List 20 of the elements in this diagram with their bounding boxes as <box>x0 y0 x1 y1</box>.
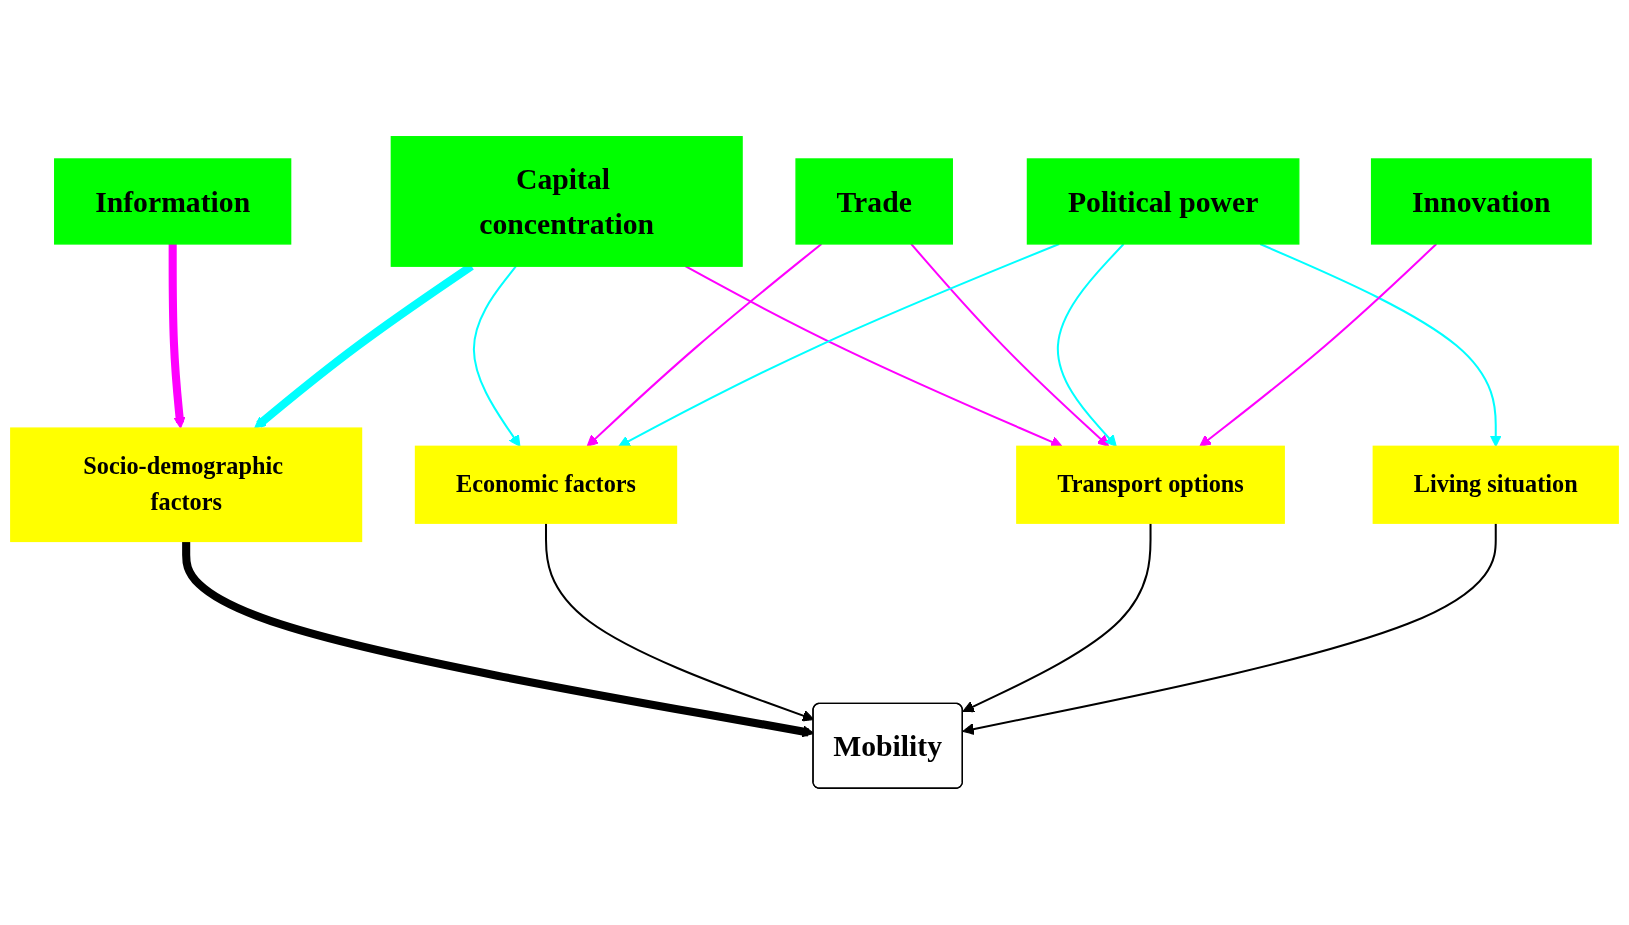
arrow <box>684 265 1063 448</box>
node-box: Innovation <box>1370 158 1592 245</box>
node-box: Transport options <box>1016 445 1285 524</box>
node-box: Economic factors <box>414 445 678 524</box>
node-box: Living situation <box>1372 445 1619 524</box>
arrow <box>910 243 1110 447</box>
arrow <box>1259 243 1502 447</box>
node-box: Trade <box>795 158 953 245</box>
node-box: Socio-demographic factors <box>10 427 363 543</box>
arrow <box>962 523 1152 713</box>
arrow <box>1199 243 1438 447</box>
arrow <box>962 523 1497 735</box>
node-box: Capital concentration <box>390 136 743 267</box>
arrow <box>586 243 823 447</box>
arrow <box>618 243 1060 447</box>
node-box: Political power <box>1026 158 1300 245</box>
arrow <box>168 243 186 429</box>
arrow <box>1056 243 1125 447</box>
arrow <box>472 265 521 447</box>
node-box: Information <box>54 158 292 245</box>
